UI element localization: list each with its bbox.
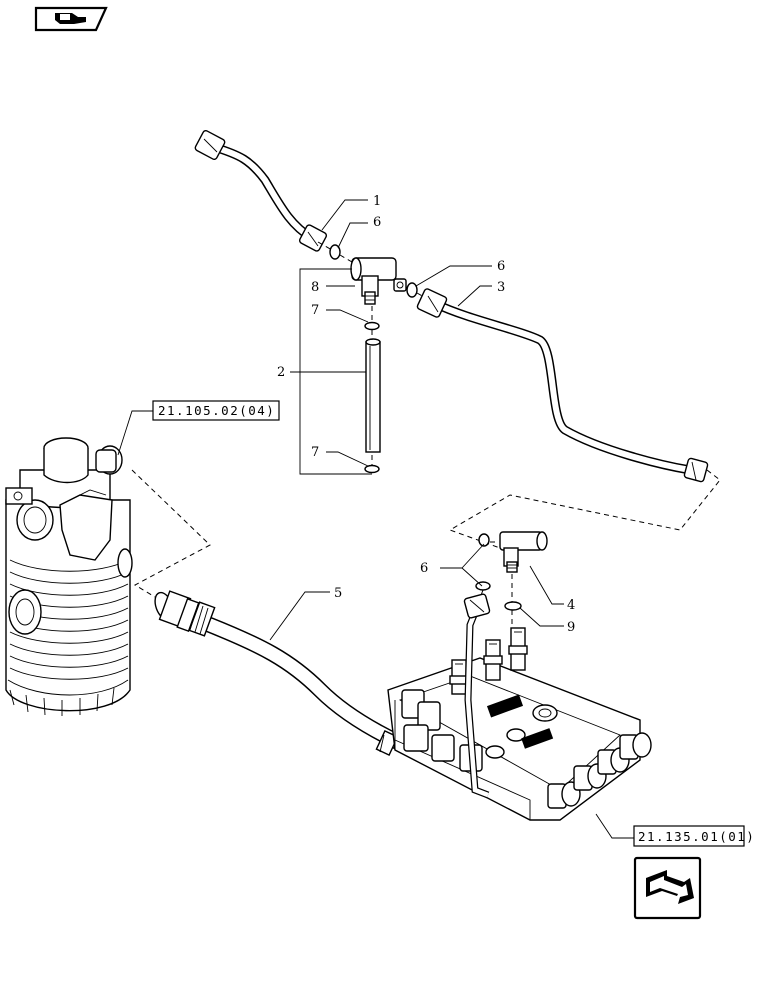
control-valve-block [387, 627, 652, 839]
o-ring-6b [406, 282, 418, 298]
valve-reference-label: 21.135.01(01) [638, 829, 755, 844]
air-filter-reference[interactable]: 21.105.02(04) [152, 400, 280, 421]
callout-4: 4 [567, 598, 575, 613]
callout-8: 8 [311, 280, 319, 295]
o-ring-7a [364, 321, 380, 331]
tee-fitting-8 [350, 257, 407, 305]
air-filter-housing [5, 437, 133, 716]
callout-7b: 7 [311, 445, 319, 460]
callout-6c: 6 [420, 561, 428, 576]
o-ring-6a [329, 244, 341, 260]
callout-6a: 6 [373, 215, 381, 230]
pipe-1 [194, 130, 328, 252]
tee-fitting-4 [499, 531, 548, 573]
book-hand-icon[interactable] [34, 6, 108, 32]
o-ring-9 [504, 601, 522, 611]
valve-reference[interactable]: 21.135.01(01) [633, 825, 755, 847]
callout-2: 2 [277, 365, 285, 380]
small-pipe [463, 593, 491, 799]
o-ring-6d [475, 581, 491, 591]
callout-1: 1 [373, 194, 381, 209]
callout-6b: 6 [497, 259, 505, 274]
tube-2 [365, 338, 381, 453]
next-page-arrow-icon[interactable] [633, 856, 702, 920]
o-ring-7b [364, 464, 380, 474]
air-filter-reference-label: 21.105.02(04) [158, 403, 275, 418]
callout-9: 9 [567, 620, 575, 635]
pipe-3 [416, 288, 709, 483]
callout-3: 3 [497, 280, 505, 295]
callout-7a: 7 [311, 303, 319, 318]
callout-5: 5 [334, 586, 342, 601]
o-ring-6c [478, 533, 490, 547]
